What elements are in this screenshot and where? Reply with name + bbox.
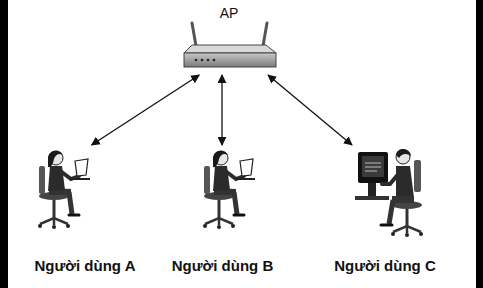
user-station: Người dùng A: [15, 145, 155, 280]
paper-ground: [8, 0, 476, 288]
wireless-link: [221, 75, 222, 145]
user-figure: [203, 151, 255, 229]
wireless-link: [92, 75, 200, 145]
node-label: AP: [220, 5, 239, 21]
node-label: Người dùng A: [35, 257, 136, 274]
user-figure: [355, 149, 423, 237]
node-label: Người dùng B: [172, 257, 274, 274]
wireless-link: [268, 75, 352, 145]
node-label: Người dùng C: [334, 257, 436, 274]
access-point: AP: [183, 2, 275, 75]
user-figure: [38, 151, 90, 229]
user-station: Người dùng C: [315, 145, 455, 280]
user-station: Người dùng B: [160, 145, 285, 280]
router-icon: [184, 23, 276, 67]
